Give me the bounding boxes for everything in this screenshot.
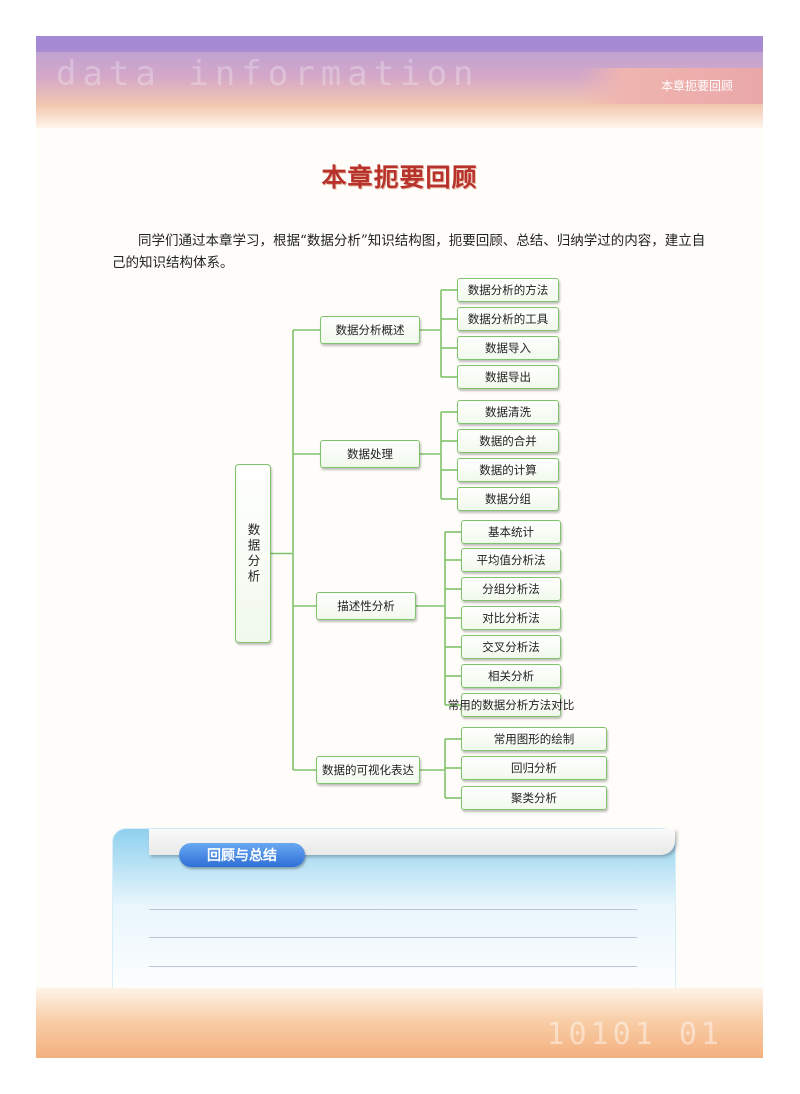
- leaf-node: 常用图形的绘制: [461, 727, 607, 751]
- leaf-node: 聚类分析: [461, 786, 607, 810]
- leaf-node: 交叉分析法: [461, 635, 561, 659]
- branch-node: 数据分析概述: [320, 316, 420, 344]
- textbook-page: data information 本章扼要回顾 本章扼要回顾 同学们通过本章学习…: [36, 36, 763, 1058]
- leaf-node: 常用的数据分析方法对比: [448, 693, 574, 717]
- header-decoration: data information: [56, 54, 480, 94]
- leaf-node: 数据导入: [457, 336, 559, 360]
- review-section: 回顾与总结: [112, 828, 676, 1000]
- footer-decoration: 10101 01: [546, 1017, 723, 1052]
- branch-node: 数据处理: [320, 440, 420, 468]
- leaf-node: 数据分析的工具: [457, 307, 559, 331]
- leaf-node: 相关分析: [461, 664, 561, 688]
- leaf-node: 基本统计: [461, 520, 561, 544]
- leaf-node: 数据的计算: [457, 458, 559, 482]
- leaf-node: 平均值分析法: [461, 548, 561, 572]
- connector-lines: [271, 289, 461, 799]
- leaf-node: 分组分析法: [461, 577, 561, 601]
- section-label: 本章扼要回顾: [660, 79, 733, 93]
- branch-node: 数据的可视化表达: [316, 756, 420, 784]
- branch-node: 描述性分析: [316, 592, 416, 620]
- writing-line: [149, 909, 637, 910]
- root-node: 数据分析: [235, 464, 271, 643]
- leaf-node: 数据导出: [457, 365, 559, 389]
- review-label: 回顾与总结: [179, 843, 305, 867]
- writing-line: [149, 937, 637, 938]
- writing-line: [149, 966, 637, 967]
- header-band: data information 本章扼要回顾: [36, 36, 763, 128]
- page-title: 本章扼要回顾: [321, 163, 478, 192]
- leaf-node: 回归分析: [461, 756, 607, 780]
- intro-paragraph: 同学们通过本章学习，根据“数据分析”知识结构图，扼要回顾、总结、归纳学过的内容，…: [112, 233, 706, 271]
- leaf-node: 数据清洗: [457, 400, 559, 424]
- leaf-node: 数据分组: [457, 487, 559, 511]
- section-tab: 本章扼要回顾: [578, 68, 763, 104]
- footer-band: 10101 01: [36, 988, 763, 1058]
- leaf-node: 数据分析的方法: [457, 278, 559, 302]
- leaf-node: 数据的合并: [457, 429, 559, 453]
- leaf-node: 对比分析法: [461, 606, 561, 630]
